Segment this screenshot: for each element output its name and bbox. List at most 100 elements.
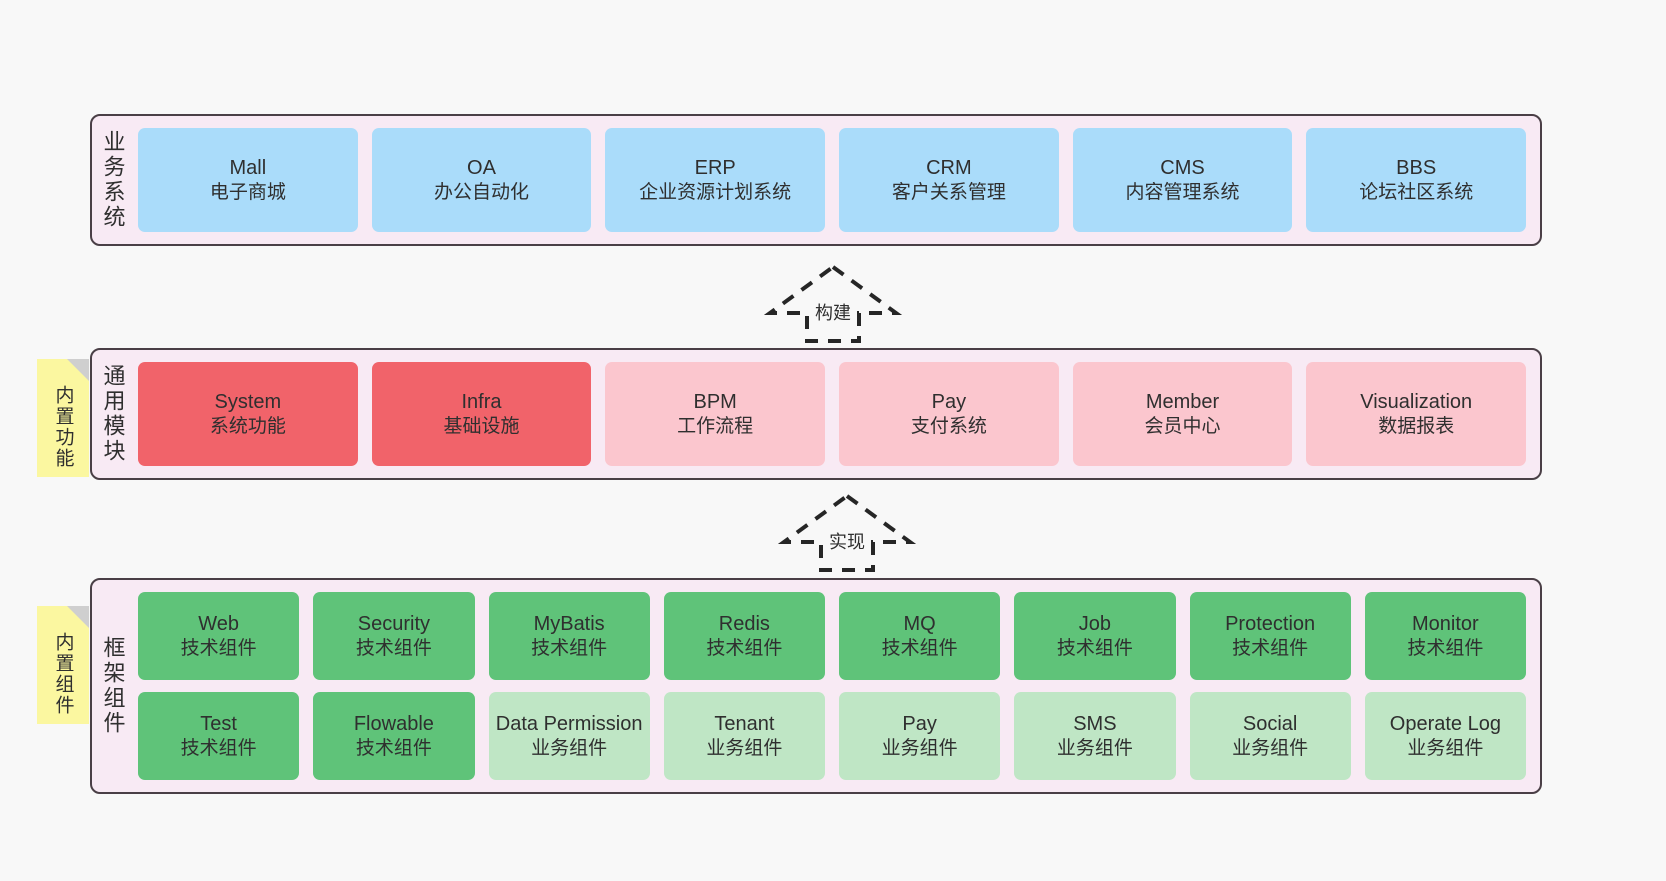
card-oa[interactable]: OA 办公自动化 xyxy=(371,128,592,232)
card-subtitle: 技术组件 xyxy=(706,637,783,659)
card-sms[interactable]: SMS 业务组件 xyxy=(1014,692,1176,780)
card-subtitle: 技术组件 xyxy=(355,637,432,659)
card-title: MQ xyxy=(903,613,936,636)
card-subtitle: 论坛社区系统 xyxy=(1359,181,1474,203)
card-data-permission[interactable]: Data Permission 业务组件 xyxy=(488,692,650,780)
sticky-note-label: 内置组件 xyxy=(52,632,74,716)
card-title: Social xyxy=(1242,713,1298,736)
arrow-build: 构建 xyxy=(763,263,903,345)
layer-body-common: System 系统功能 Infra 基础设施 BPM 工作流程 Pay 支付系统… xyxy=(134,350,1540,478)
layer-body-framework: Web 技术组件 Security 技术组件 MyBatis 技术组件 Redi… xyxy=(134,580,1540,792)
card-subtitle: 电子商城 xyxy=(209,181,286,203)
card-subtitle: 会员中心 xyxy=(1144,415,1221,437)
card-subtitle: 支付系统 xyxy=(910,415,987,437)
card-subtitle: 技术组件 xyxy=(1232,637,1309,659)
card-tenant[interactable]: Tenant 业务组件 xyxy=(663,692,825,780)
card-pay-business[interactable]: Pay 业务组件 xyxy=(839,692,1001,780)
card-title: Data Permission xyxy=(495,713,643,736)
card-title: Security xyxy=(357,613,430,636)
card-title: Tenant xyxy=(714,713,775,736)
card-title: Pay xyxy=(902,713,937,736)
card-security[interactable]: Security 技术组件 xyxy=(313,592,475,680)
card-subtitle: 业务组件 xyxy=(531,737,608,759)
card-subtitle: 技术组件 xyxy=(531,637,608,659)
card-title: Mall xyxy=(229,157,267,180)
card-subtitle: 业务组件 xyxy=(881,737,958,759)
arrow-implement-shape xyxy=(777,493,917,572)
card-title: Pay xyxy=(931,391,967,414)
card-row: Mall 电子商城 OA 办公自动化 ERP 企业资源计划系统 CRM 客户关系… xyxy=(138,128,1527,232)
layer-panel-framework: 框架组件 Web 技术组件 Security 技术组件 MyBatis 技术组件… xyxy=(90,578,1542,794)
layer-label-business: 业务系统 xyxy=(100,130,126,230)
card-subtitle: 技术组件 xyxy=(180,637,257,659)
card-title: ERP xyxy=(694,157,736,180)
card-operate-log[interactable]: Operate Log 业务组件 xyxy=(1364,692,1526,780)
card-mq[interactable]: MQ 技术组件 xyxy=(839,592,1001,680)
folded-corner-icon xyxy=(67,606,89,628)
card-bbs[interactable]: BBS 论坛社区系统 xyxy=(1306,128,1527,232)
card-title: Flowable xyxy=(353,713,434,736)
card-title: Job xyxy=(1078,613,1111,636)
card-job[interactable]: Job 技术组件 xyxy=(1014,592,1176,680)
card-row: Web 技术组件 Security 技术组件 MyBatis 技术组件 Redi… xyxy=(138,592,1526,680)
card-title: Monitor xyxy=(1412,613,1479,636)
card-subtitle: 技术组件 xyxy=(881,637,958,659)
card-erp[interactable]: ERP 企业资源计划系统 xyxy=(605,128,826,232)
card-cms[interactable]: CMS 内容管理系统 xyxy=(1072,128,1293,232)
layer-body-business: Mall 电子商城 OA 办公自动化 ERP 企业资源计划系统 CRM 客户关系… xyxy=(134,116,1540,244)
card-system[interactable]: System 系统功能 xyxy=(138,362,358,466)
card-title: Protection xyxy=(1225,613,1316,636)
card-subtitle: 业务组件 xyxy=(706,737,783,759)
card-test[interactable]: Test 技术组件 xyxy=(138,692,300,780)
card-mall[interactable]: Mall 电子商城 xyxy=(138,128,358,232)
layer-label-framework: 框架组件 xyxy=(100,636,126,736)
card-protection[interactable]: Protection 技术组件 xyxy=(1189,592,1351,680)
card-monitor[interactable]: Monitor 技术组件 xyxy=(1364,592,1526,680)
layer-panel-business: 业务系统 Mall 电子商城 OA 办公自动化 ERP 企业资源计划系统 CRM… xyxy=(90,114,1542,246)
card-title: Member xyxy=(1145,391,1220,414)
card-title: OA xyxy=(467,157,496,180)
card-title: CRM xyxy=(926,157,972,180)
card-bpm[interactable]: BPM 工作流程 xyxy=(605,362,826,466)
card-row: Test 技术组件 Flowable 技术组件 Data Permission … xyxy=(138,692,1526,780)
card-mybatis[interactable]: MyBatis 技术组件 xyxy=(488,592,650,680)
card-subtitle: 业务组件 xyxy=(1232,737,1309,759)
card-subtitle: 内容管理系统 xyxy=(1125,181,1240,203)
card-redis[interactable]: Redis 技术组件 xyxy=(663,592,825,680)
card-subtitle: 技术组件 xyxy=(1056,637,1133,659)
card-title: BPM xyxy=(693,391,737,414)
card-pay[interactable]: Pay 支付系统 xyxy=(839,362,1059,466)
card-subtitle: 办公自动化 xyxy=(434,181,530,203)
card-subtitle: 企业资源计划系统 xyxy=(639,181,792,203)
card-web[interactable]: Web 技术组件 xyxy=(138,592,300,680)
card-title: Operate Log xyxy=(1389,713,1501,736)
card-row: System 系统功能 Infra 基础设施 BPM 工作流程 Pay 支付系统… xyxy=(138,362,1527,466)
layer-panel-common: 通用模块 System 系统功能 Infra 基础设施 BPM 工作流程 Pay… xyxy=(90,348,1542,480)
arrow-implement: 实现 xyxy=(777,492,917,574)
card-crm[interactable]: CRM 客户关系管理 xyxy=(839,128,1059,232)
card-member[interactable]: Member 会员中心 xyxy=(1072,362,1293,466)
card-title: Visualization xyxy=(1360,391,1473,414)
card-subtitle: 工作流程 xyxy=(677,415,754,437)
sticky-note-builtin-function: 内置功能 xyxy=(37,359,89,477)
card-subtitle: 系统功能 xyxy=(209,415,286,437)
card-subtitle: 基础设施 xyxy=(443,415,520,437)
card-subtitle: 数据报表 xyxy=(1378,415,1455,437)
card-social[interactable]: Social 业务组件 xyxy=(1189,692,1351,780)
card-subtitle: 业务组件 xyxy=(1056,737,1133,759)
card-title: CMS xyxy=(1160,157,1205,180)
card-subtitle: 技术组件 xyxy=(180,737,257,759)
arrow-build-shape xyxy=(763,264,903,343)
card-title: SMS xyxy=(1073,713,1117,736)
arrow-implement-label: 实现 xyxy=(829,532,865,552)
card-flowable[interactable]: Flowable 技术组件 xyxy=(313,692,475,780)
card-infra[interactable]: Infra 基础设施 xyxy=(371,362,592,466)
folded-corner-icon xyxy=(67,359,89,381)
arrow-build-label: 构建 xyxy=(815,303,851,323)
card-subtitle: 业务组件 xyxy=(1407,737,1484,759)
card-title: System xyxy=(214,391,282,414)
card-title: Infra xyxy=(461,391,502,414)
card-title: Test xyxy=(200,713,237,736)
card-visualization[interactable]: Visualization 数据报表 xyxy=(1306,362,1527,466)
